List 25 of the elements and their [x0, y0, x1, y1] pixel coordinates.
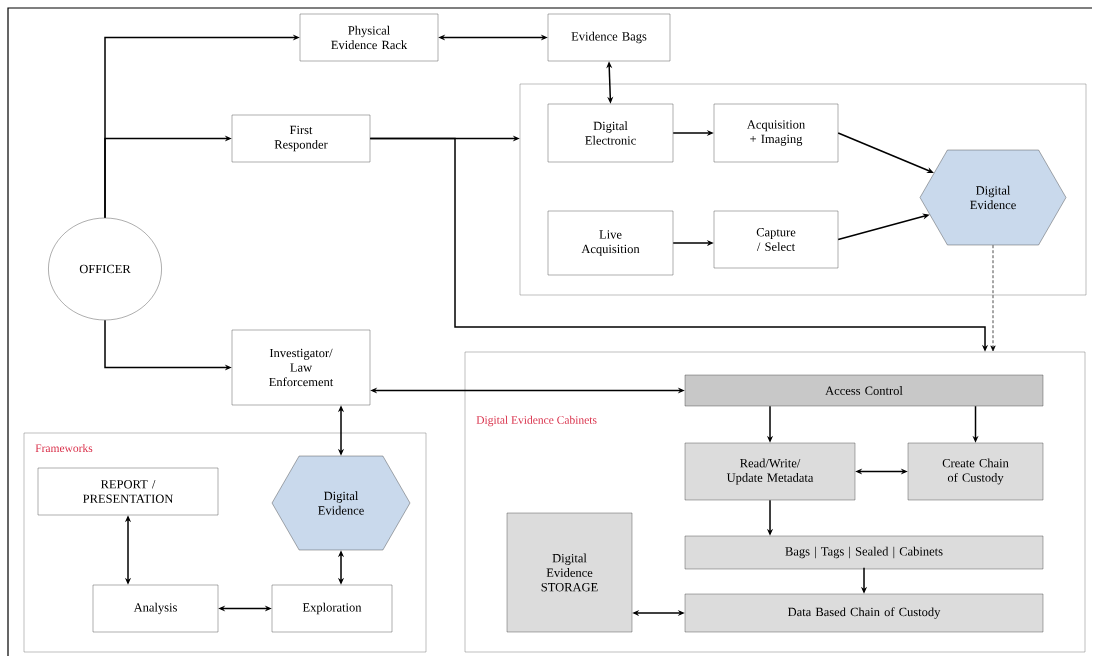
group-panel	[519, 83, 1087, 296]
process-box: Read/Write/ Update Metadata	[684, 442, 856, 501]
panel-heading: Digital Evidence Cabinets	[476, 415, 597, 427]
hexagon-node: Digital Evidence	[919, 149, 1067, 246]
process-box: Capture / Select	[713, 210, 839, 269]
process-box: Evidence Bags	[547, 13, 671, 62]
process-box: Digital Electronic	[547, 103, 674, 163]
process-box: Investigator/ Law Enforcement	[231, 329, 371, 406]
process-box: Analysis	[92, 584, 219, 633]
process-box: Exploration	[271, 584, 393, 633]
process-box: Access Control	[684, 374, 1044, 407]
process-box: Create Chain of Custody	[907, 442, 1044, 501]
arrow	[837, 132, 934, 173]
process-box: Acquisition + Imaging	[713, 103, 839, 163]
process-box: Bags | Tags | Sealed | Cabinets	[684, 535, 1044, 570]
hexagon-node: Digital Evidence	[271, 455, 411, 551]
process-box: First Responder	[231, 114, 371, 163]
process-box: Physical Evidence Rack	[299, 13, 439, 62]
process-box: REPORT / PRESENTATION	[37, 467, 219, 516]
process-box: Data Based Chain of Custody	[684, 593, 1044, 633]
process-box: Live Acquisition	[547, 210, 674, 276]
ellipse-node: OFFICER	[48, 217, 162, 321]
process-box: Digital Evidence STORAGE	[506, 512, 633, 633]
panel-heading: Frameworks	[35, 443, 93, 453]
arrow	[990, 244, 996, 352]
